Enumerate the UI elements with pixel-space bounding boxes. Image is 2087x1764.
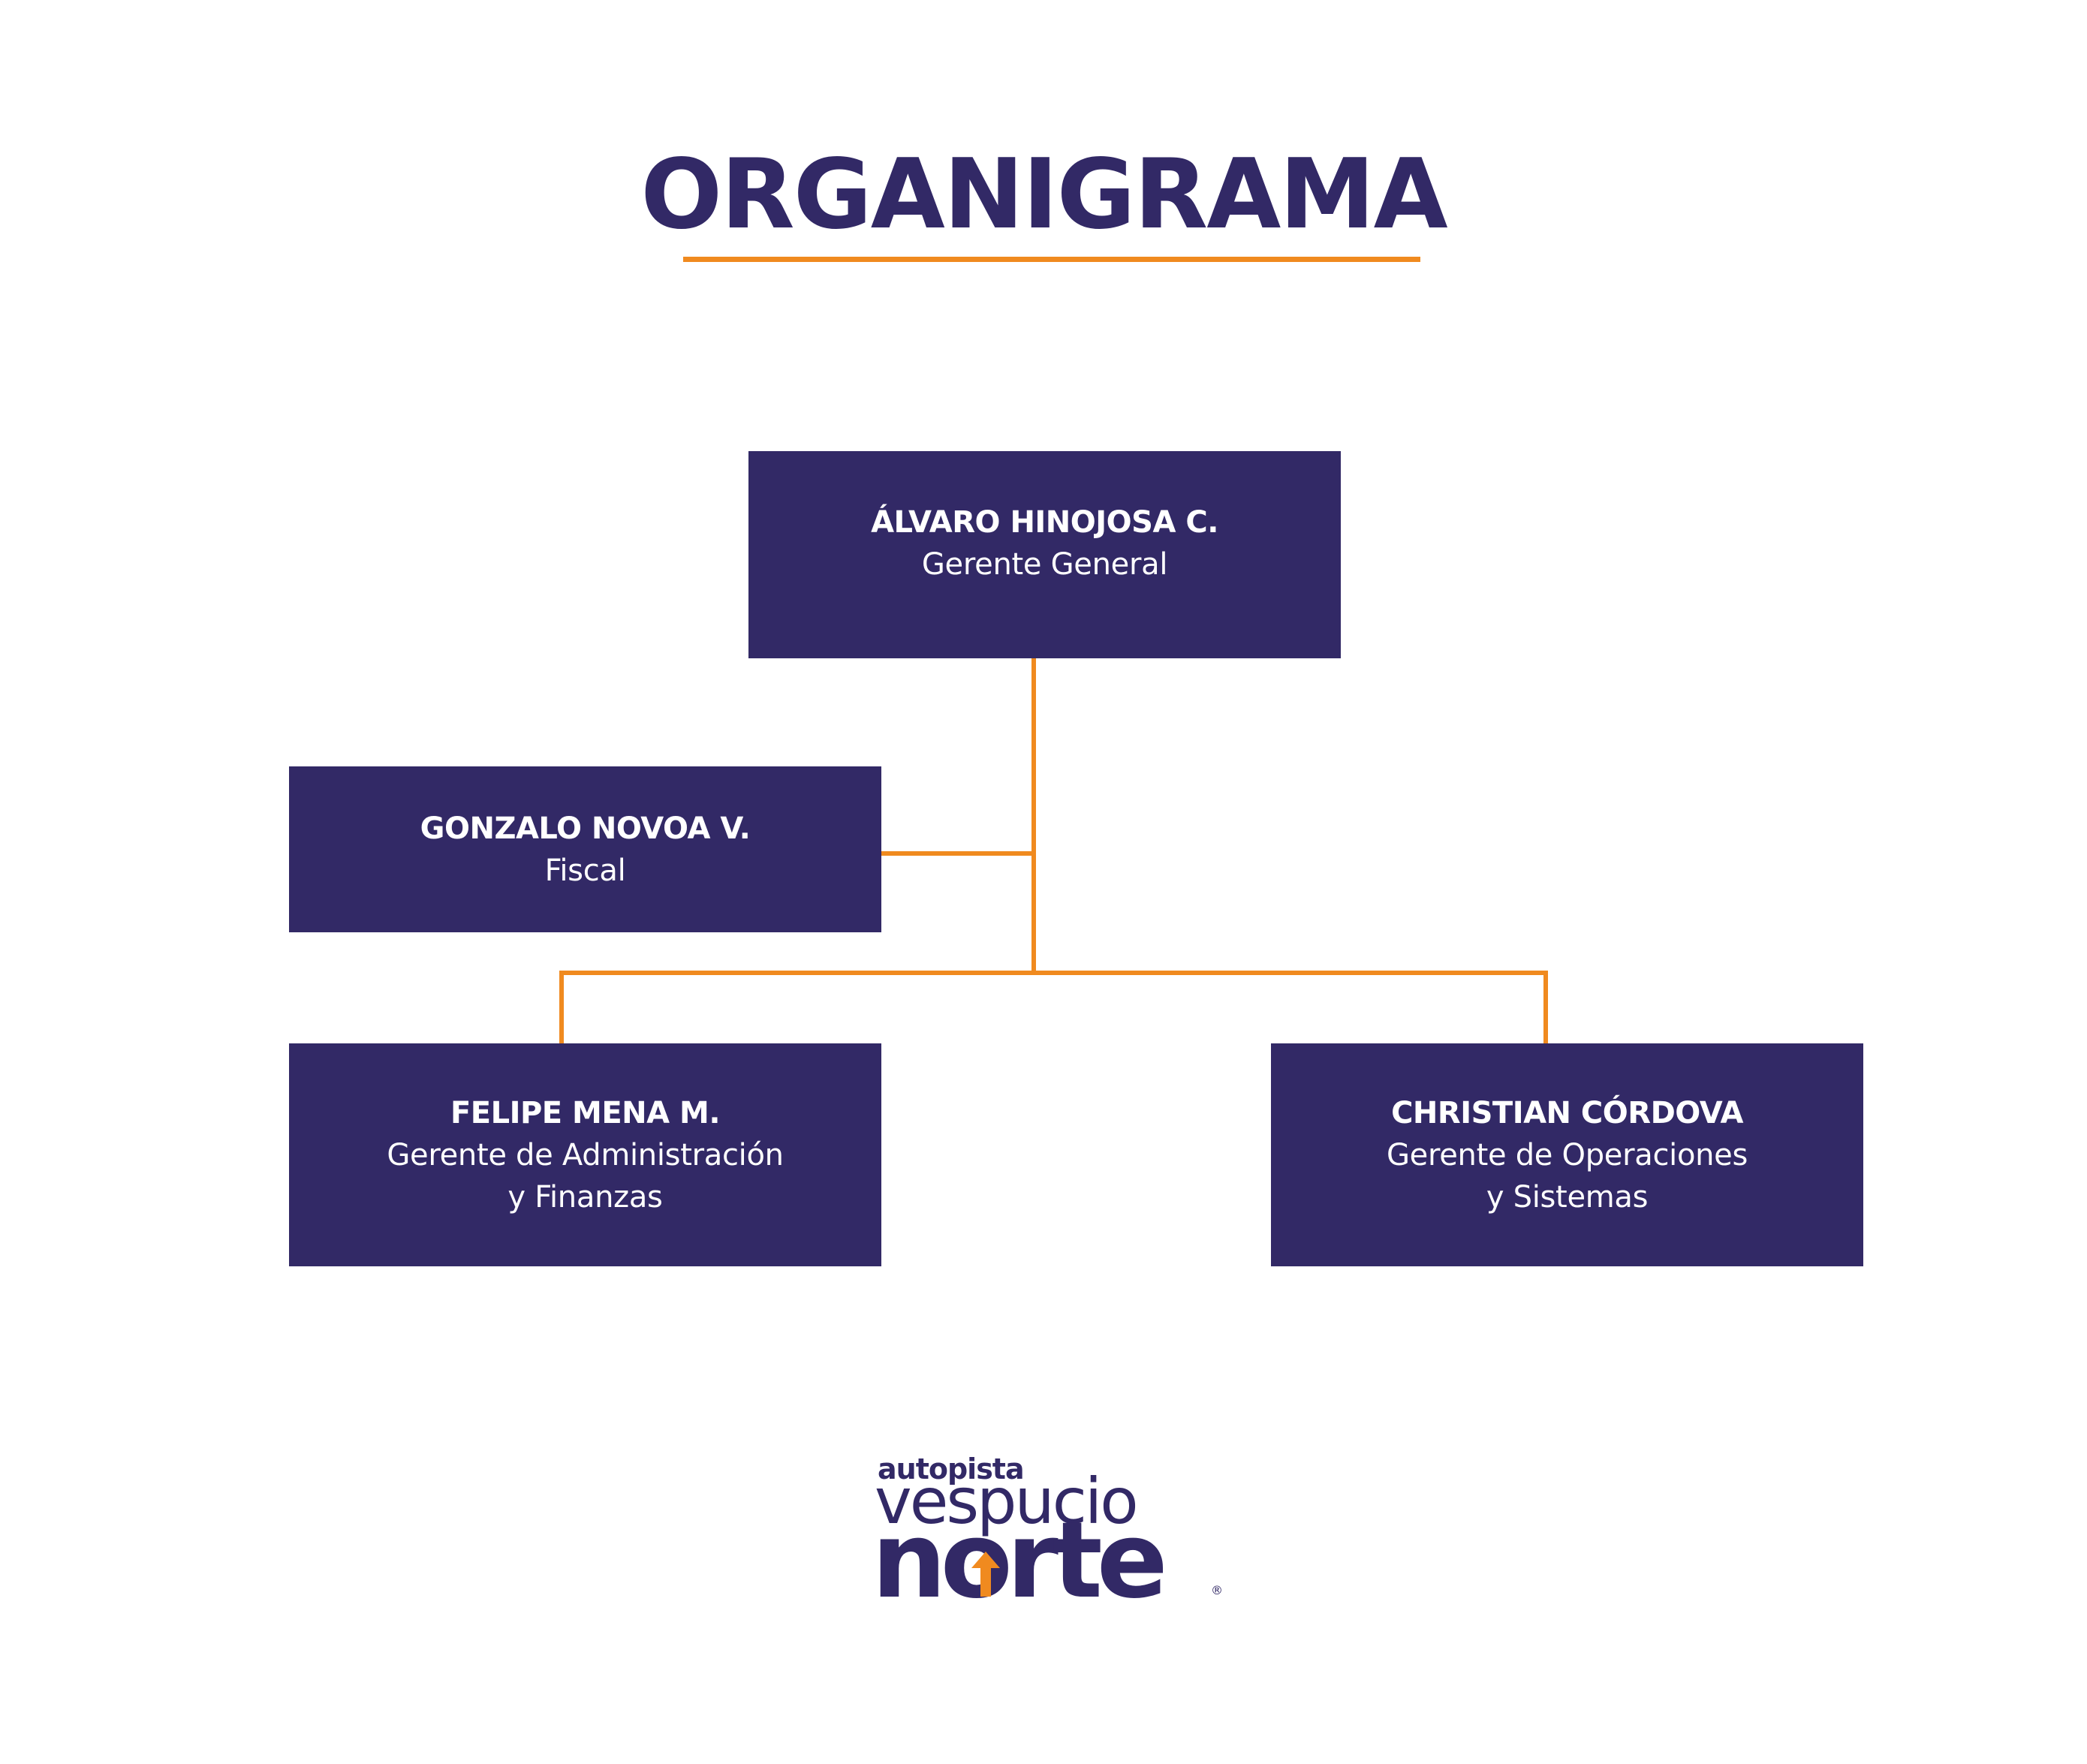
node-fiscal: GONZALO NOVOA V. Fiscal (289, 766, 881, 932)
node-fiscal-name: GONZALO NOVOA V. (420, 811, 751, 846)
node-admin-role-line1: Gerente de Administración (387, 1137, 784, 1172)
node-operations: CHRISTIAN CÓRDOVA Gerente de Operaciones… (1271, 1043, 1863, 1266)
title-underline (683, 257, 1420, 262)
node-admin-name: FELIPE MENA M. (450, 1095, 721, 1130)
node-general-manager-role: Gerente General (921, 547, 1168, 582)
node-general-manager: ÁLVARO HINOJOSA C. Gerente General (748, 451, 1341, 658)
page-title: ORGANIGRAMA (640, 139, 1447, 251)
node-admin-role-line2: y Finanzas (507, 1179, 663, 1215)
logo-registered-mark: ® (1211, 1583, 1223, 1597)
node-general-manager-name: ÁLVARO HINOJOSA C. (871, 505, 1218, 540)
logo-line-norte: norte (872, 1500, 1168, 1622)
company-logo: autopista vespucio norte ® (872, 1452, 1235, 1618)
node-operations-role-line2: y Sistemas (1486, 1179, 1649, 1215)
node-operations-name: CHRISTIAN CÓRDOVA (1391, 1095, 1743, 1130)
node-admin: FELIPE MENA M. Gerente de Administración… (289, 1043, 881, 1266)
logo-line-autopista: autopista (878, 1452, 1025, 1486)
node-operations-role-line1: Gerente de Operaciones (1386, 1137, 1748, 1172)
logo-line-vespucio: vespucio (875, 1464, 1139, 1538)
node-fiscal-role: Fiscal (544, 853, 626, 888)
arrow-up-icon (971, 1552, 1000, 1597)
